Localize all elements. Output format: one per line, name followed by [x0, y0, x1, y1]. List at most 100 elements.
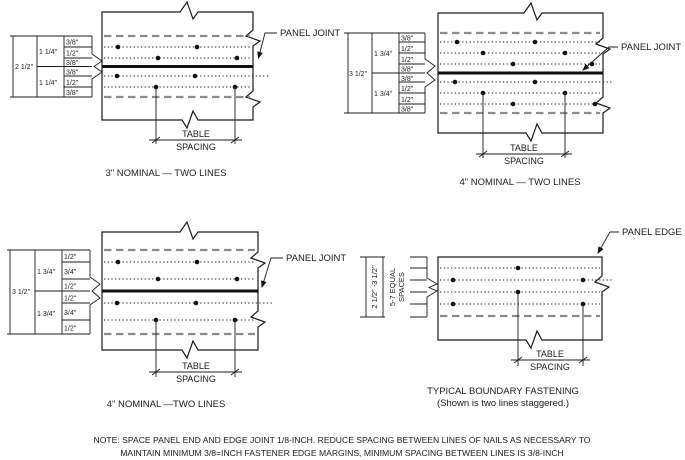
nail [155, 276, 161, 282]
panel [437, 1, 614, 143]
dim-label: 3/4" [64, 269, 77, 276]
ladder-lines [7, 249, 90, 335]
dim-label: 3/8" [66, 60, 79, 67]
dim-label: 1/2" [64, 284, 77, 291]
nail [532, 79, 538, 85]
diagram-4in-nominal-a: 3 1/2" 1 3/4" 1 3/4" 3/8" 1/2" 1/2" 3/8"… [344, 1, 681, 188]
ladder-lines [344, 32, 425, 114]
dim-label: 3/8" [66, 69, 79, 76]
table-spacing-label: TABLE [536, 349, 564, 359]
callout-label: PANEL JOINT [280, 28, 340, 39]
dim-label: 3 1/2" [349, 71, 368, 78]
panel-edge-dashed-lines [104, 248, 255, 336]
dim-label: 1/2" [401, 57, 414, 64]
dim-label: 1/2" [64, 326, 77, 333]
panel-outline [101, 220, 267, 360]
dim-label: 1/2" [401, 46, 414, 53]
dim-label: 1/2" [401, 86, 414, 93]
nail [510, 61, 516, 67]
break-bracket [426, 257, 438, 317]
table-spacing-label: SPACING [176, 374, 216, 384]
nail [510, 101, 516, 107]
dim-label: 2 1/2" [15, 64, 34, 71]
nail [532, 39, 538, 45]
diagram-caption: 4" NOMINAL —TWO LINES [107, 399, 226, 410]
panel-edge-dashed-lines [440, 31, 600, 115]
nail [562, 50, 568, 56]
callout-label: PANEL EDGE [622, 227, 682, 238]
nail [454, 39, 460, 45]
dimension-ladder: 2 1/2" 1 1/4" 1 1/4" 3/8" 1/2" 3/8" 3/8"… [10, 35, 103, 98]
table-spacing-label: SPACING [504, 156, 544, 166]
dim-label: 1 3/4" [37, 311, 56, 318]
table-spacing-label: SPACING [530, 362, 570, 372]
diagram-3in-nominal: 2 1/2" 1 1/4" 1 1/4" 3/8" 1/2" 3/8" 3/8"… [10, 0, 340, 179]
nail [234, 276, 240, 282]
leader-line [597, 231, 619, 254]
diagram-caption: TYPICAL BOUNDARY FASTENING [427, 386, 579, 397]
dim-label: 1/2" [64, 254, 77, 261]
nail [480, 50, 486, 56]
dim-label: 1/2" [66, 51, 79, 58]
nail [592, 101, 598, 107]
dim-label: 1 3/4" [37, 269, 56, 276]
panel-edge-dashed-lines [104, 34, 250, 99]
ladder-lines [360, 256, 427, 318]
dim-label: 1 3/4" [374, 51, 393, 58]
note-line: NOTE: SPACE PANEL END AND EDGE JOINT 1/8… [94, 435, 591, 445]
nail [452, 79, 458, 85]
table-spacing-lines [149, 87, 242, 144]
nails [450, 265, 586, 307]
dimension-ladder: 3 1/2" 1 3/4" 1 3/4" 3/8" 1/2" 1/2" 3/8"… [344, 32, 436, 114]
panel-outline [101, 0, 262, 130]
ladder-lines [10, 35, 92, 98]
nails [114, 259, 240, 323]
dim-label: 2 1/2" -3 1/2" [370, 265, 379, 309]
note-line: MAINTAIN MINIMUM 3/8=INCH FASTENER EDGE … [120, 448, 564, 458]
nail [450, 301, 456, 307]
table-spacing-lines [149, 320, 242, 377]
table-spacing-label: TABLE [182, 361, 210, 371]
dimension-ladder: 2 1/2" -3 1/2" 5-7 EQUAL SPACES [360, 256, 438, 318]
leader-line [261, 257, 283, 289]
table-spacing-lines [476, 93, 572, 158]
nail [115, 44, 121, 50]
leader-line [257, 32, 277, 60]
break-bracket [89, 250, 101, 334]
dim-label: 1 1/4" [39, 80, 58, 87]
table-spacing-dim: TABLE SPACING [476, 93, 572, 166]
dimension-ladder: 3 1/2" 1 3/4" 1 3/4" 1/2" 3/4" 1/2" 1/2"… [7, 249, 101, 335]
table-spacing-dim: TABLE SPACING [149, 87, 242, 152]
nail [580, 277, 586, 283]
table-spacing-label: TABLE [182, 129, 210, 139]
dim-label: 3 1/2" [12, 289, 31, 296]
diagram-subcaption: (Shown is two lines staggered.) [437, 398, 569, 409]
dim-label: 1 3/4" [374, 91, 393, 98]
dim-label: 1/2" [401, 97, 414, 104]
leader-line [582, 46, 618, 71]
dim-label: 3/8" [66, 40, 79, 47]
dim-label: SPACES [397, 272, 406, 302]
dim-label: 3/8" [66, 90, 79, 97]
break-bracket [424, 33, 436, 113]
nail [194, 44, 200, 50]
panel [101, 0, 270, 130]
nail [194, 259, 200, 265]
diagram-4in-nominal-b: 3 1/2" 1 3/4" 1 3/4" 1/2" 3/4" 1/2" 1/2"… [7, 220, 346, 410]
nail [115, 259, 121, 265]
callout-label: PANEL JOINT [286, 253, 346, 264]
dim-label: 3/8" [401, 36, 414, 43]
diagram-boundary-fastening: 2 1/2" -3 1/2" 5-7 EQUAL SPACES TABLE SP… [360, 227, 682, 409]
panel-outline [437, 1, 612, 143]
nails [114, 44, 240, 90]
dim-label: 3/8" [401, 107, 414, 114]
nail [114, 300, 120, 306]
nail [234, 55, 240, 61]
dim-label: 3/4" [64, 310, 77, 317]
panel-edge-callout: PANEL EDGE [597, 227, 682, 254]
sheet-note: NOTE: SPACE PANEL END AND EDGE JOINT 1/8… [94, 435, 591, 458]
panel-joint-callout: PANEL JOINT [261, 253, 346, 289]
dim-label: 1/2" [64, 296, 77, 303]
